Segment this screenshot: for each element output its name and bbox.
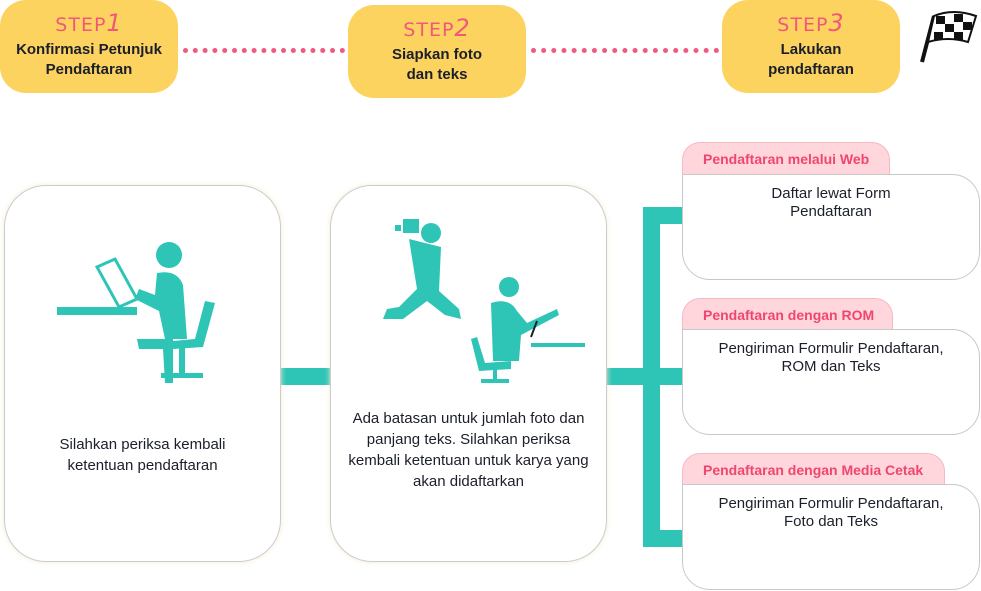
branch-connector (643, 530, 683, 547)
step-1: STEP1 Konfirmasi Petunjuk Pendaftaran (0, 0, 178, 93)
branch-connector (643, 207, 683, 224)
dotted-connector (183, 48, 345, 53)
dotted-connector (531, 48, 719, 53)
card-check-rules: Silahkan periksa kembali ketentuan penda… (4, 185, 281, 562)
step-2: STEP2 Siapkan foto dan teks (348, 5, 526, 98)
connector (607, 368, 647, 385)
card-text: Silahkan periksa kembali ketentuan penda… (59, 436, 226, 474)
card-prepare-photo: Ada batasan untuk jumlah foto dan panjan… (330, 185, 607, 562)
photographer-writer-icon (383, 219, 585, 383)
card-text: Ada batasan untuk jumlah foto dan panjan… (348, 410, 589, 490)
branch-connector (643, 368, 683, 385)
step-3: STEP3 Lakukan pendaftaran (722, 0, 900, 93)
step-label: STEP (55, 14, 107, 36)
method-box-web: Daftar lewat Form Pendaftaran (682, 174, 980, 280)
connector (280, 368, 330, 385)
step-number: 1 (106, 9, 123, 37)
step-text: Lakukan pendaftaran (768, 41, 854, 78)
method-tab-rom: Pendaftaran dengan ROM (682, 298, 893, 332)
step-label: STEP (403, 19, 455, 41)
step-number: 2 (454, 14, 471, 42)
method-tab-print: Pendaftaran dengan Media Cetak (682, 453, 945, 487)
step-text: Konfirmasi Petunjuk Pendaftaran (16, 41, 162, 78)
method-box-print: Pengiriman Formulir Pendaftaran, Foto da… (682, 484, 980, 590)
person-reading-icon (57, 242, 215, 383)
method-tab-web: Pendaftaran melalui Web (682, 142, 890, 176)
step-text: Siapkan foto dan teks (391, 46, 482, 83)
checkered-flag-icon (920, 11, 978, 63)
step-label: STEP (777, 14, 829, 36)
step-number: 3 (828, 9, 845, 37)
method-box-rom: Pengiriman Formulir Pendaftaran, ROM dan… (682, 329, 980, 435)
